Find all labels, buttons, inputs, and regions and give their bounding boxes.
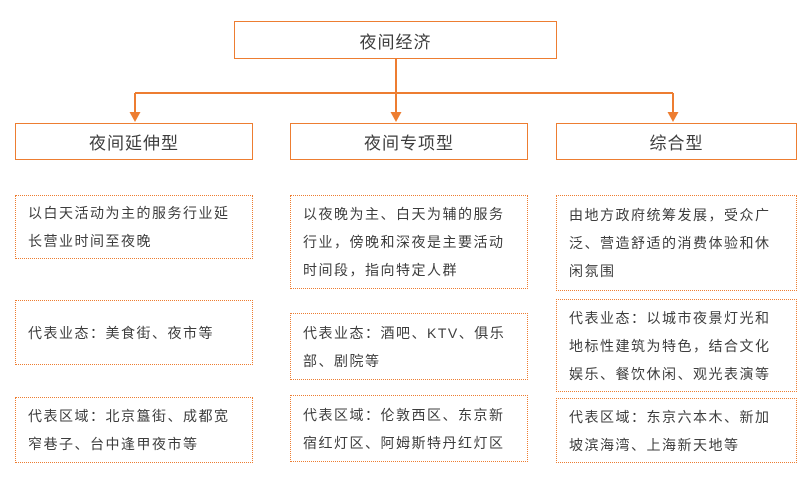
branch-description: 以白天活动为主的服务行业延长营业时间至夜晚 (28, 205, 230, 249)
branch-business-box: 代表业态：以城市夜景灯光和地标性建筑为特色，结合文化娱乐、餐饮休闲、观光表演等 (556, 299, 797, 392)
branch-business-box: 代表业态：酒吧、KTV、俱乐部、剧院等 (290, 313, 528, 380)
root-node-label: 夜间经济 (359, 32, 432, 52)
branch-business: 代表业态：美食街、夜市等 (28, 324, 214, 341)
branch-regions-box: 代表区域：东京六本木、新加坡滨海湾、上海新天地等 (556, 398, 797, 463)
branch-business-box: 代表业态：美食街、夜市等 (15, 300, 253, 365)
arrow-down-icon (667, 112, 679, 122)
branch-header-special: 夜间专项型 (290, 123, 528, 160)
branch-description-box: 由地方政府统筹发展，受众广泛、营造舒适的消费体验和休闲氛围 (556, 195, 797, 291)
branch-header-extension: 夜间延伸型 (15, 123, 253, 160)
branch-regions: 代表区域：北京簋街、成都宽窄巷子、台中逢甲夜市等 (28, 408, 230, 452)
branch-description: 由地方政府统筹发展，受众广泛、营造舒适的消费体验和休闲氛围 (569, 207, 771, 279)
branch-title: 夜间专项型 (364, 134, 454, 153)
branch-business: 代表业态：酒吧、KTV、俱乐部、剧院等 (303, 324, 506, 369)
branch-title: 综合型 (649, 134, 704, 153)
root-node: 夜间经济 (234, 21, 557, 59)
branch-title: 夜间延伸型 (89, 134, 179, 153)
branch-regions: 代表区域：东京六本木、新加坡滨海湾、上海新天地等 (569, 408, 771, 453)
branch-header-comprehensive: 综合型 (556, 123, 797, 160)
branch-regions-box: 代表区域：北京簋街、成都宽窄巷子、台中逢甲夜市等 (15, 397, 253, 463)
branch-business: 代表业态：以城市夜景灯光和地标性建筑为特色，结合文化娱乐、餐饮休闲、观光表演等 (569, 309, 771, 382)
branch-description-box: 以白天活动为主的服务行业延长营业时间至夜晚 (15, 195, 253, 259)
arrow-down-icon (390, 112, 402, 122)
branch-description: 以夜晚为主、白天为辅的服务行业，傍晚和深夜是主要活动时间段，指向特定人群 (303, 206, 505, 278)
branch-regions: 代表区域：伦敦西区、东京新宿红灯区、阿姆斯特丹红灯区 (303, 406, 505, 451)
arrow-down-icon (129, 112, 141, 122)
branch-description-box: 以夜晚为主、白天为辅的服务行业，傍晚和深夜是主要活动时间段，指向特定人群 (290, 195, 528, 289)
branch-regions-box: 代表区域：伦敦西区、东京新宿红灯区、阿姆斯特丹红灯区 (290, 395, 528, 462)
